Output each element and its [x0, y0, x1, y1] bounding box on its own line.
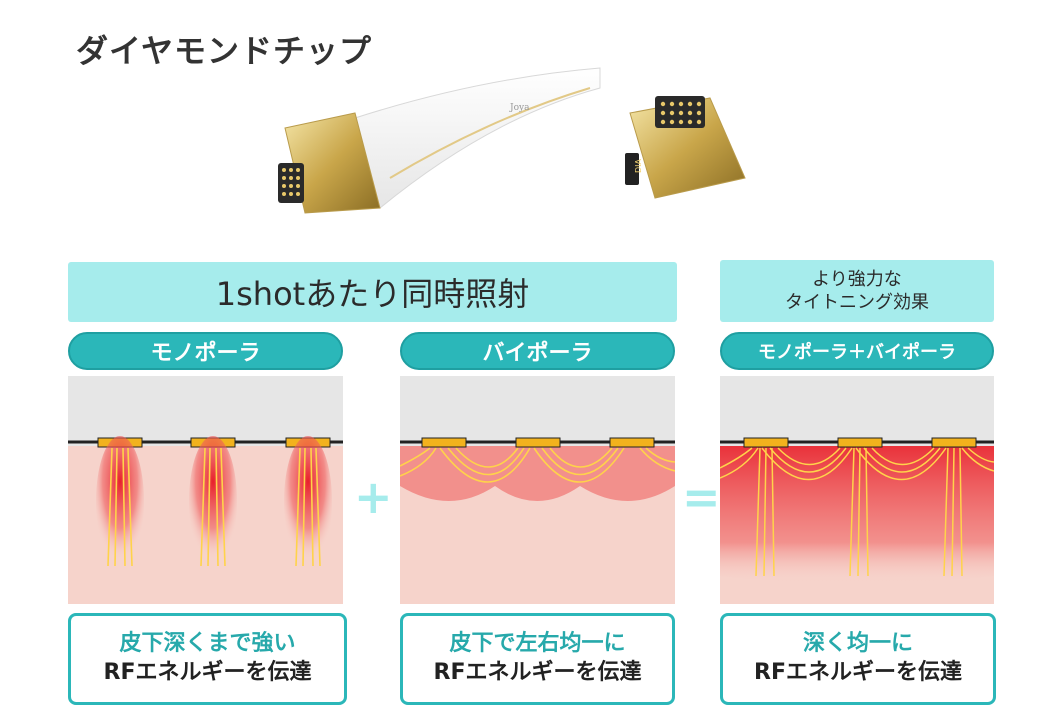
combined-caption-highlight: 深く均一に [802, 631, 913, 657]
equals-operator: = [682, 470, 721, 524]
monopolar-caption-highlight: 皮下深くまで強い [119, 631, 296, 657]
combined-caption: 深く均一に RFエネルギーを伝達 [720, 613, 996, 705]
combined-electrodes [743, 437, 977, 448]
combined-caption-text: RFエネルギーを伝達 [754, 660, 962, 685]
plus-operator: + [354, 470, 393, 524]
bipolar-caption-text: RFエネルギーを伝達 [433, 660, 642, 685]
diamond-tip-product-image: Joya DIA [278, 67, 746, 214]
bipolar-electrodes [421, 437, 655, 448]
page-title: ダイヤモンドチップ [76, 32, 373, 70]
bipolar-label: バイポーラ [400, 332, 675, 370]
monopolar-caption: 皮下深くまで強い RFエネルギーを伝達 [68, 613, 347, 705]
monopolar-diagram [68, 376, 343, 604]
tightening-effect-banner: より強力な タイトニング効果 [720, 260, 994, 322]
bipolar-caption-highlight: 皮下で左右均一に [449, 631, 626, 657]
brand-mark: Joya [509, 103, 530, 113]
tightening-line-1: より強力な [812, 268, 902, 290]
mono-bipolar-diagram [720, 376, 994, 604]
monopolar-caption-text: RFエネルギーを伝達 [103, 660, 312, 685]
tip-label: DIA [634, 158, 643, 173]
monopolar-label: モノポーラ [68, 332, 343, 370]
mono-bipolar-label: モノポーラ＋バイポーラ [720, 332, 994, 370]
bipolar-diagram [400, 376, 675, 604]
tightening-line-2: タイトニング効果 [785, 292, 929, 313]
simultaneous-irradiation-banner: 1shotあたり同時照射 [68, 262, 677, 322]
bipolar-caption: 皮下で左右均一に RFエネルギーを伝達 [400, 613, 675, 705]
